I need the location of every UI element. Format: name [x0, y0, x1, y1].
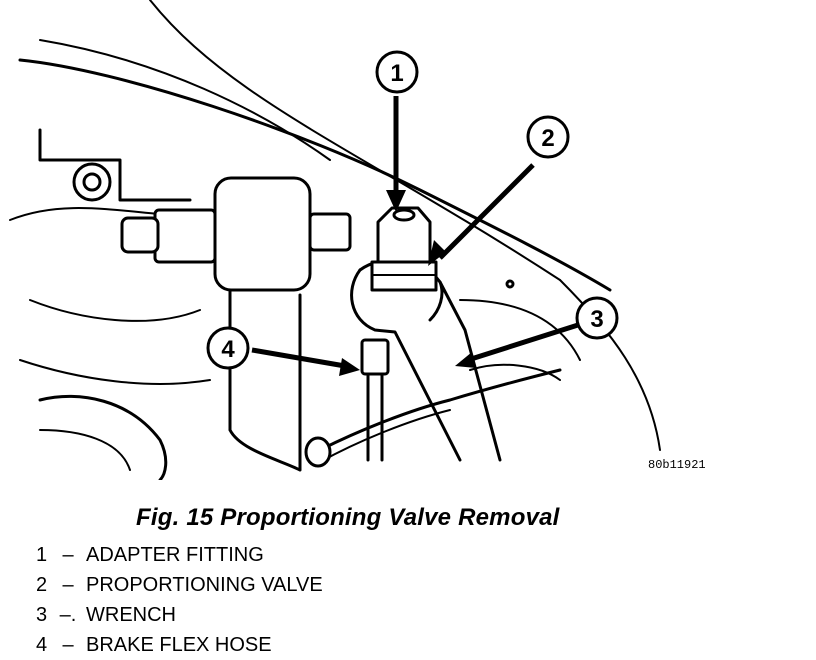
panel-edge-right — [559, 279, 661, 451]
legend-label: PROPORTIONING VALVE — [86, 574, 323, 596]
legend-item: 1–ADAPTER FITTING — [36, 540, 323, 570]
control-arm — [228, 288, 302, 472]
bracket — [38, 128, 192, 202]
legend-item: 3 –. WRENCH — [36, 600, 323, 630]
callout-number-4: 4 — [221, 336, 235, 363]
legend-label: BRAKE FLEX HOSE — [86, 634, 272, 656]
callout-arrows — [251, 96, 579, 376]
callout-circle-2 — [526, 115, 570, 159]
frame-rail-lower — [39, 39, 331, 161]
adapter-fitting — [376, 206, 432, 264]
legend-label: ADAPTER FITTING — [86, 544, 264, 566]
callout-circle-4 — [206, 326, 250, 370]
bolt-head — [153, 208, 217, 264]
hose-clip — [304, 436, 332, 468]
legend-number: 1 — [36, 544, 48, 566]
nut-right — [308, 212, 352, 252]
legend-number: 2 — [36, 574, 48, 596]
panel-edge — [149, 0, 561, 281]
brake-drum — [38, 394, 168, 480]
legend-dash: – — [62, 574, 74, 596]
legend-label: WRENCH — [86, 604, 176, 626]
callout-number-1: 1 — [390, 60, 403, 87]
callout-number-2: 2 — [541, 125, 554, 152]
callout-legend: 1–ADAPTER FITTING 2–PROPORTIONING VALVE … — [36, 540, 323, 660]
legend-dash: –. — [59, 604, 77, 626]
callout-circle-3 — [575, 296, 619, 340]
legend-number: 3 — [36, 604, 48, 626]
bracket-bolt — [72, 162, 112, 202]
callout-circle-1 — [375, 50, 419, 94]
figure-code: 80b11921 — [648, 458, 706, 472]
callout-number-3: 3 — [590, 306, 603, 333]
proportioning-valve-illustration: 1 2 3 4 — [9, 0, 661, 480]
brake-line — [318, 368, 562, 452]
legend-dash: – — [62, 544, 74, 566]
figure-caption: Fig. 15 Proportioning Valve Removal — [136, 504, 560, 531]
legend-number: 4 — [36, 634, 48, 656]
legend-item: 2–PROPORTIONING VALVE — [36, 570, 323, 600]
legend-dash: – — [62, 634, 74, 656]
bushing — [213, 176, 312, 292]
legend-item: 4–BRAKE FLEX HOSE — [36, 630, 323, 660]
brake-flex-hose — [366, 368, 384, 462]
